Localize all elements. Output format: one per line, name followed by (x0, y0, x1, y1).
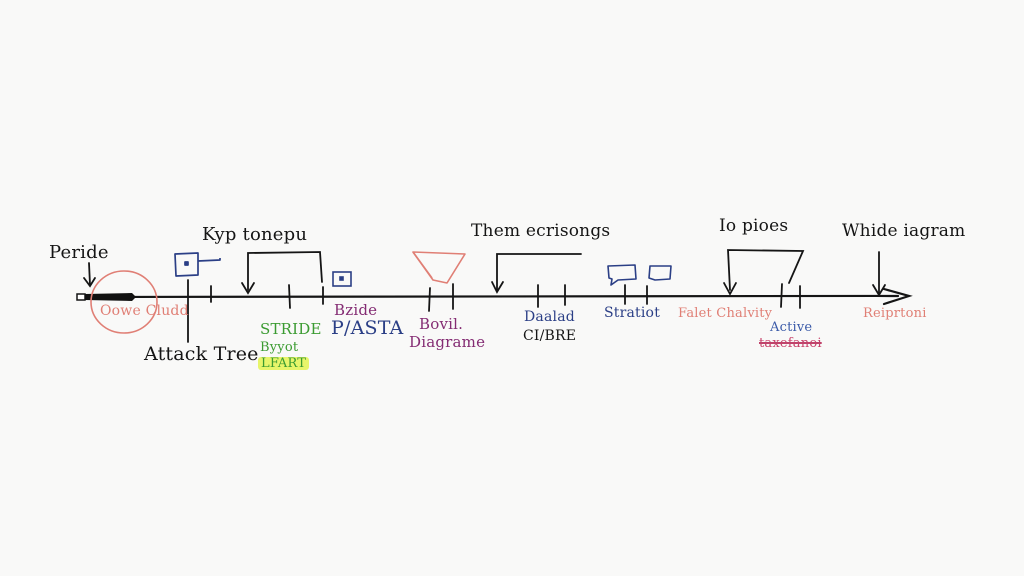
label-falet-chalvity: Falet Chalvity (678, 306, 773, 321)
io-bracket (723, 249, 805, 296)
kyp-bracket (241, 251, 323, 295)
peride-arrow (83, 262, 96, 288)
note-box-icon (174, 252, 221, 277)
label-io-pioes: Io pioes (719, 216, 789, 236)
label-attack-tree: Attack Tree (144, 343, 259, 365)
whide-arrow (872, 251, 886, 297)
label-owe-cludd: Oowe Cludd (100, 303, 189, 319)
label-piasta: P/ASTA (331, 317, 404, 339)
label-stride: STRIDE (260, 320, 322, 338)
label-ci-bre: CI/BRE (523, 328, 577, 344)
timeline-ticks (187, 279, 801, 343)
label-them-ecrisongs: Them ecrisongs (471, 221, 611, 241)
label-reiprtoni: Reiprtoni (863, 306, 927, 321)
label-daalad: Daalad (524, 309, 575, 325)
label-bovil: Bovil. (419, 315, 464, 333)
label-stratiot: Stratiot (604, 305, 661, 321)
timeline-line (78, 287, 913, 306)
label-lfart: LFART (258, 357, 310, 370)
marker-pen-icon (76, 293, 136, 301)
label-kyp-tonepu: Kyp tonepu (202, 224, 308, 245)
label-diagrame: Diagrame (409, 333, 486, 351)
label-bzide: Bzide (334, 301, 378, 319)
start-circle (90, 270, 158, 334)
square-icon (332, 271, 352, 287)
speech-bubble-icon (607, 264, 637, 286)
label-taxefanoi: taxefanoi (759, 336, 822, 351)
label-active: Active (770, 320, 813, 335)
label-whide-iagram: Whide iagram (842, 221, 966, 241)
label-byyot: Byyot (260, 340, 299, 355)
speech-bubble-icon-2 (648, 265, 672, 281)
label-peride: Peride (49, 242, 109, 263)
flag-icon (412, 251, 466, 284)
them-bracket (491, 253, 582, 294)
